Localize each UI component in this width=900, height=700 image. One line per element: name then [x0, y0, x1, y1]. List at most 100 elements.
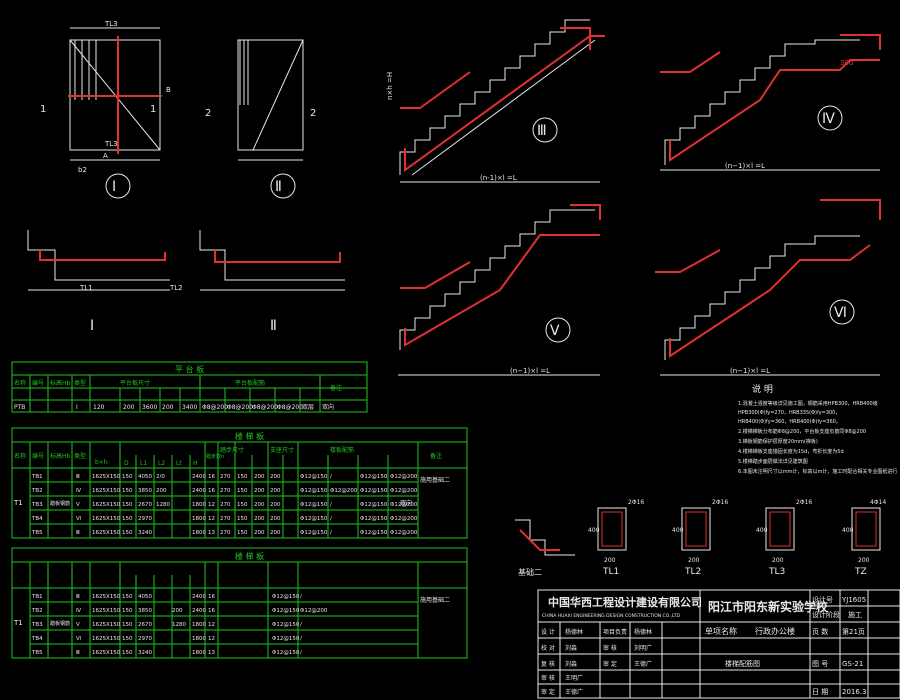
table-cell: 200: [156, 488, 167, 494]
svg-text:审 核: 审 核: [541, 674, 555, 682]
table-cell: 3850: [138, 608, 152, 614]
svg-text:双向: 双向: [400, 499, 412, 507]
svg-text:踏步尺寸: 踏步尺寸: [220, 446, 244, 454]
table-cell: /: [330, 502, 332, 508]
svg-text:施用基础二: 施用基础二: [420, 476, 450, 484]
svg-text:GS-21: GS-21: [842, 660, 863, 668]
table-cell: TB4: [31, 636, 43, 642]
svg-text:名称: 名称: [14, 452, 26, 460]
svg-text:T1: T1: [13, 499, 23, 507]
table-cell: Φ12@150: [300, 474, 328, 480]
svg-text:b×h: b×h: [95, 459, 108, 466]
table-cell: 200: [254, 502, 265, 508]
svg-text:刘淼: 刘淼: [565, 660, 577, 668]
dim-b: B: [166, 86, 171, 94]
table-cell: TB4: [31, 516, 43, 522]
svg-text:日 期: 日 期: [812, 688, 828, 696]
table-cell: 1625X150: [92, 650, 121, 656]
svg-text:踏板钢筋: 踏板钢筋: [50, 620, 70, 627]
table-cell: 13: [208, 530, 215, 536]
svg-text:PTB: PTB: [14, 404, 25, 411]
table-cell: 1800: [192, 530, 206, 536]
svg-text:编号: 编号: [32, 379, 44, 387]
svg-text:Lt: Lt: [176, 460, 182, 467]
table-cell: 150: [122, 594, 133, 600]
table-cell: 12: [208, 622, 215, 628]
notes: 说 明 1.混凝土强度等级详见施工图，钢筋采用HPB300，HRB400级 HP…: [738, 383, 897, 475]
table-cell: Φ12@200: [390, 474, 418, 480]
svg-text:标高Hb: 标高Hb: [50, 452, 71, 460]
svg-text:页 数: 页 数: [812, 627, 828, 636]
table-cell: Φ12@200: [390, 488, 418, 494]
platform-table: 平 台 板 名称 编号 标高Hb 类型 平台板尺寸 平台板配筋 备注 PTB Ⅰ…: [11, 361, 368, 413]
svg-text:设计阶段: 设计阶段: [812, 610, 840, 619]
table-cell: 2670: [138, 502, 152, 508]
table-cell: Φ12@150: [272, 622, 300, 628]
label-tl1: TL1: [79, 284, 93, 292]
table-cell: 150: [122, 622, 133, 628]
svg-text:施用基础二: 施用基础二: [420, 596, 450, 604]
table-cell: Ⅲ: [76, 594, 80, 600]
stair-table-1-title: 楼 梯 板: [235, 431, 264, 441]
table-cell: Ⅳ: [76, 488, 82, 494]
table-cell: 270: [220, 502, 231, 508]
stair-table-2-title: 楼 梯 板: [235, 551, 264, 561]
svg-text:双层: 双层: [302, 404, 314, 411]
label-base: 基础二: [518, 567, 542, 577]
table-cell: 2400: [192, 488, 206, 494]
table-cell: Φ12@200: [300, 608, 328, 614]
company-name: 中国华西工程设计建设有限公司: [548, 595, 702, 609]
table-cell: Ⅵ: [76, 636, 81, 642]
stair-plan-1: TL3 TL3 A b2 B Ⅰ 1 1: [40, 20, 171, 199]
svg-text:(n−1)×l =L: (n−1)×l =L: [725, 162, 765, 170]
svg-text:1: 1: [150, 104, 156, 115]
svg-text:备注: 备注: [330, 384, 342, 392]
svg-text:(n−1)×l =L: (n−1)×l =L: [510, 367, 550, 375]
table-cell: 2970: [138, 516, 152, 522]
stair-section-4: (n−1)×l =L Ⅳ 30d: [660, 34, 881, 171]
svg-text:Φ8@200: Φ8@200: [252, 404, 278, 411]
table-cell: TB2: [31, 488, 43, 494]
label-tl1-beam: TL1: [602, 567, 619, 577]
table-cell: Φ12@150: [300, 488, 328, 494]
svg-text:5.楼梯踏步面层做法详见建筑图: 5.楼梯踏步面层做法详见建筑图: [738, 458, 808, 465]
table-cell: 3240: [138, 650, 152, 656]
table-cell: 200: [270, 474, 281, 480]
stair-section-6: (n−1)×l =L Ⅵ: [655, 199, 881, 376]
svg-text:YJ1605: YJ1605: [841, 596, 866, 604]
svg-text:HRB400(Φ)fy=360，HRB400(Φ)fy=36: HRB400(Φ)fy=360，HRB400(Φ)fy=360。: [738, 419, 841, 425]
table-cell: Ⅴ: [76, 502, 80, 508]
dim-a: A: [103, 152, 108, 160]
svg-text:400: 400: [756, 527, 768, 534]
section1-roman: Ⅰ: [90, 318, 94, 334]
table-cell: 1625X150: [92, 502, 121, 508]
stair-section-3: (n-1)×l =L Ⅲ n×h =H: [386, 19, 605, 183]
table-cell: Φ12@150: [272, 650, 300, 656]
plan2-roman: Ⅱ: [275, 179, 282, 195]
svg-text:4.楼梯梯板支座锚固长度为15d，弯折长度为5d: 4.楼梯梯板支座锚固长度为15d，弯折长度为5d: [738, 448, 844, 455]
dim-tl3-top: TL3: [104, 20, 118, 28]
stair-plan-2: Ⅱ 2 2: [205, 39, 316, 199]
svg-text:120: 120: [93, 404, 105, 411]
label-30d-4: 30d: [840, 59, 853, 67]
table-cell: 1800: [192, 516, 206, 522]
svg-text:Φ8@200: Φ8@200: [277, 404, 303, 411]
svg-text:200: 200: [604, 557, 616, 564]
stair5-roman: Ⅴ: [550, 323, 560, 339]
table-cell: 150: [122, 474, 133, 480]
dim-tl3-bottom: TL3: [104, 140, 118, 148]
table-cell: 1800: [192, 650, 206, 656]
table-cell: 1625X150: [92, 622, 121, 628]
stair4-roman: Ⅳ: [822, 111, 835, 127]
table-cell: 3240: [138, 530, 152, 536]
svg-text:审 核: 审 核: [603, 644, 617, 652]
label-nh-3: n×h =H: [386, 72, 394, 100]
stair-section-5: (n−1)×l =L Ⅴ: [398, 204, 601, 376]
svg-text:复 核: 复 核: [541, 660, 555, 668]
svg-text:支座尺寸: 支座尺寸: [270, 446, 294, 454]
table-cell: 2400: [192, 608, 206, 614]
svg-text:2: 2: [310, 108, 316, 119]
svg-text:2.楼梯梯板分布筋Φ8@200，平台板支座负筋同Φ8@200: 2.楼梯梯板分布筋Φ8@200，平台板支座负筋同Φ8@200: [738, 428, 866, 435]
table-cell: Φ12@150: [300, 530, 328, 536]
svg-text:D: D: [124, 460, 129, 467]
